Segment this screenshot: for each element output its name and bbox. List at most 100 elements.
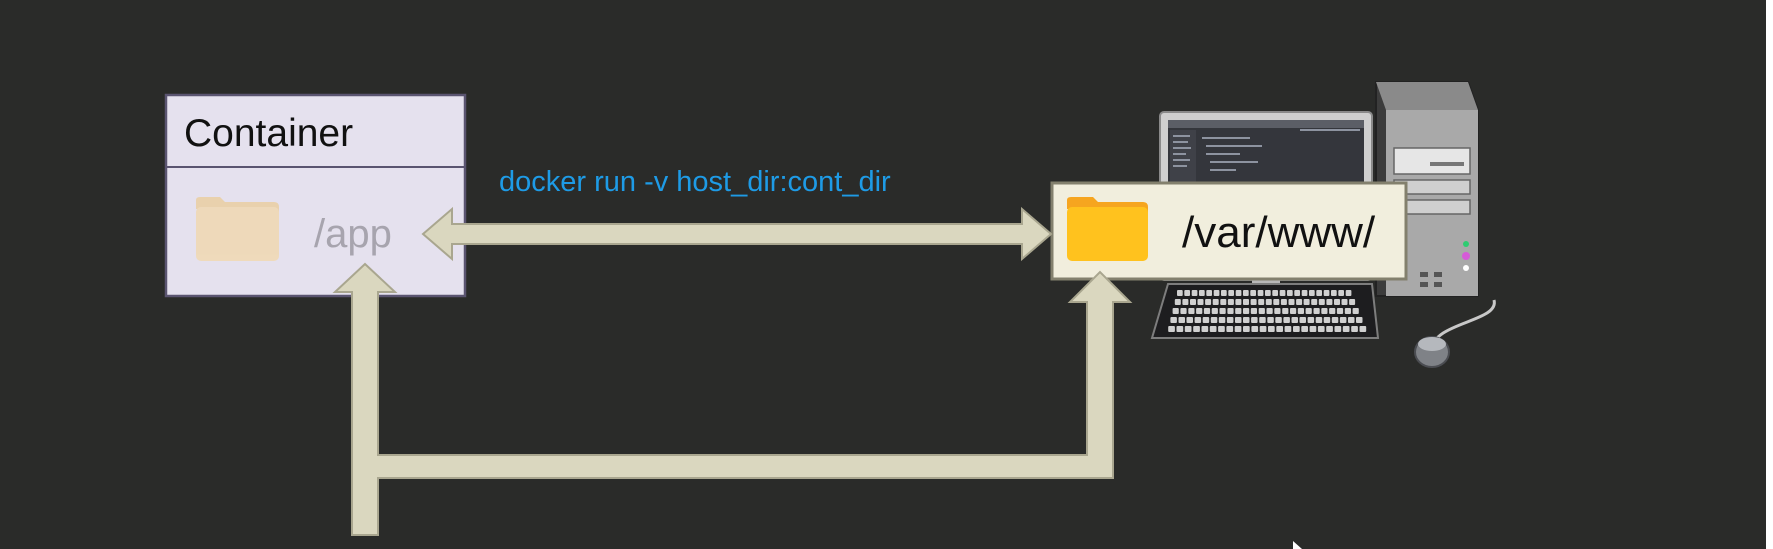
- keyboard-key: [1199, 290, 1205, 296]
- keyboard-key: [1349, 299, 1356, 305]
- keyboard-key: [1348, 317, 1355, 323]
- keyboard-key: [1235, 299, 1242, 305]
- keyboard-key: [1226, 326, 1234, 332]
- keyboard-key: [1326, 299, 1333, 305]
- keyboard-key: [1259, 317, 1266, 323]
- keyboard-key: [1279, 290, 1286, 296]
- keyboard-key: [1257, 290, 1264, 296]
- keyboard-key: [1268, 326, 1275, 332]
- container-title: Container: [184, 112, 353, 155]
- keyboard-key: [1265, 290, 1271, 296]
- keyboard-key: [1301, 290, 1308, 296]
- keyboard-key: [1282, 308, 1289, 314]
- keyboard-key: [1190, 299, 1196, 305]
- keyboard-key: [1294, 290, 1300, 296]
- keyboard-key: [1280, 299, 1287, 305]
- keyboard-key: [1184, 290, 1190, 296]
- keyboard-key: [1243, 299, 1249, 305]
- keyboard-key: [1177, 290, 1183, 296]
- keyboard-key: [1329, 308, 1336, 314]
- keyboard-key: [1250, 290, 1256, 296]
- keyboard-key: [1301, 326, 1308, 332]
- keyboard-key: [1284, 326, 1292, 332]
- keyboard-key: [1326, 326, 1333, 332]
- keyboard-key: [1313, 308, 1320, 314]
- keyboard-key: [1315, 317, 1323, 323]
- keyboard-key: [1226, 317, 1234, 323]
- keyboard-key: [1243, 317, 1250, 323]
- keyboard-key: [1287, 290, 1293, 296]
- keyboard-key: [1176, 326, 1184, 332]
- keyboard-key: [1202, 317, 1210, 323]
- keyboard-key: [1234, 326, 1242, 332]
- keyboard-key: [1336, 308, 1344, 314]
- keyboard-key: [1309, 326, 1317, 332]
- host-folder-path: /var/www/: [1182, 208, 1376, 257]
- keyboard-key: [1299, 317, 1306, 323]
- keyboard-key: [1193, 326, 1200, 332]
- folder-icon: [196, 197, 279, 261]
- keyboard-key: [1258, 308, 1265, 314]
- keyboard-key: [1341, 299, 1348, 305]
- keyboard-key: [1172, 308, 1179, 314]
- keyboard-key: [1352, 308, 1359, 314]
- keyboard-key: [1203, 308, 1211, 314]
- keyboard-key: [1180, 308, 1187, 314]
- keyboard-key: [1288, 299, 1295, 305]
- keyboard-key: [1305, 308, 1312, 314]
- keyboard-key: [1197, 299, 1204, 305]
- keyboard-key: [1323, 317, 1331, 323]
- keyboard-key: [1196, 308, 1203, 314]
- keyboard-key: [1205, 299, 1212, 305]
- keyboard-key: [1307, 317, 1315, 323]
- keyboard-key: [1212, 299, 1219, 305]
- keyboard-key: [1210, 317, 1218, 323]
- keyboard-key: [1209, 326, 1217, 332]
- keyboard-key: [1227, 308, 1234, 314]
- keyboard-key: [1323, 290, 1330, 296]
- container-box: Container /app: [164, 93, 467, 298]
- keyboard-key: [1178, 317, 1185, 323]
- keyboard-key: [1293, 326, 1300, 332]
- bind-mount-arrow: [421, 206, 1053, 262]
- keyboard-key: [1194, 317, 1202, 323]
- keyboard-key: [1345, 290, 1352, 296]
- keyboard-key: [1251, 317, 1258, 323]
- keyboard-key: [1321, 308, 1328, 314]
- keyboard-key: [1318, 299, 1325, 305]
- keyboard-key: [1211, 308, 1218, 314]
- keyboard-key: [1309, 290, 1315, 296]
- keyboard-key: [1243, 326, 1250, 332]
- keyboard-key: [1227, 299, 1234, 305]
- keyboard-key: [1213, 290, 1220, 296]
- keyboard-key: [1221, 290, 1227, 296]
- keyboard-key: [1290, 308, 1297, 314]
- docker-run-command: docker run -v host_dir:cont_dir: [499, 166, 891, 198]
- keyboard-key: [1265, 299, 1272, 305]
- keyboard-key: [1334, 326, 1342, 332]
- keyboard-key: [1283, 317, 1290, 323]
- keyboard-key: [1170, 317, 1177, 323]
- cursor-icon: [1293, 541, 1302, 549]
- keyboard-key: [1291, 317, 1298, 323]
- keyboard-key: [1206, 290, 1212, 296]
- keyboard-key: [1218, 326, 1225, 332]
- keyboard-key: [1243, 308, 1250, 314]
- keyboard-key: [1331, 290, 1337, 296]
- keyboard-key: [1311, 299, 1318, 305]
- keyboard-key: [1184, 326, 1192, 332]
- keyboard-key: [1275, 317, 1282, 323]
- keyboard-key: [1182, 299, 1189, 305]
- keyboard-key: [1201, 326, 1209, 332]
- keyboard-key: [1220, 299, 1227, 305]
- keyboard-key: [1338, 290, 1344, 296]
- keyboard-key: [1235, 290, 1242, 296]
- keyboard-key: [1273, 299, 1280, 305]
- keyboard-key: [1259, 326, 1267, 332]
- keyboard-key: [1303, 299, 1310, 305]
- keyboard-key: [1339, 317, 1347, 323]
- keyboard-key: [1334, 299, 1340, 305]
- keyboard-key: [1342, 326, 1350, 332]
- keyboard-key: [1235, 317, 1242, 323]
